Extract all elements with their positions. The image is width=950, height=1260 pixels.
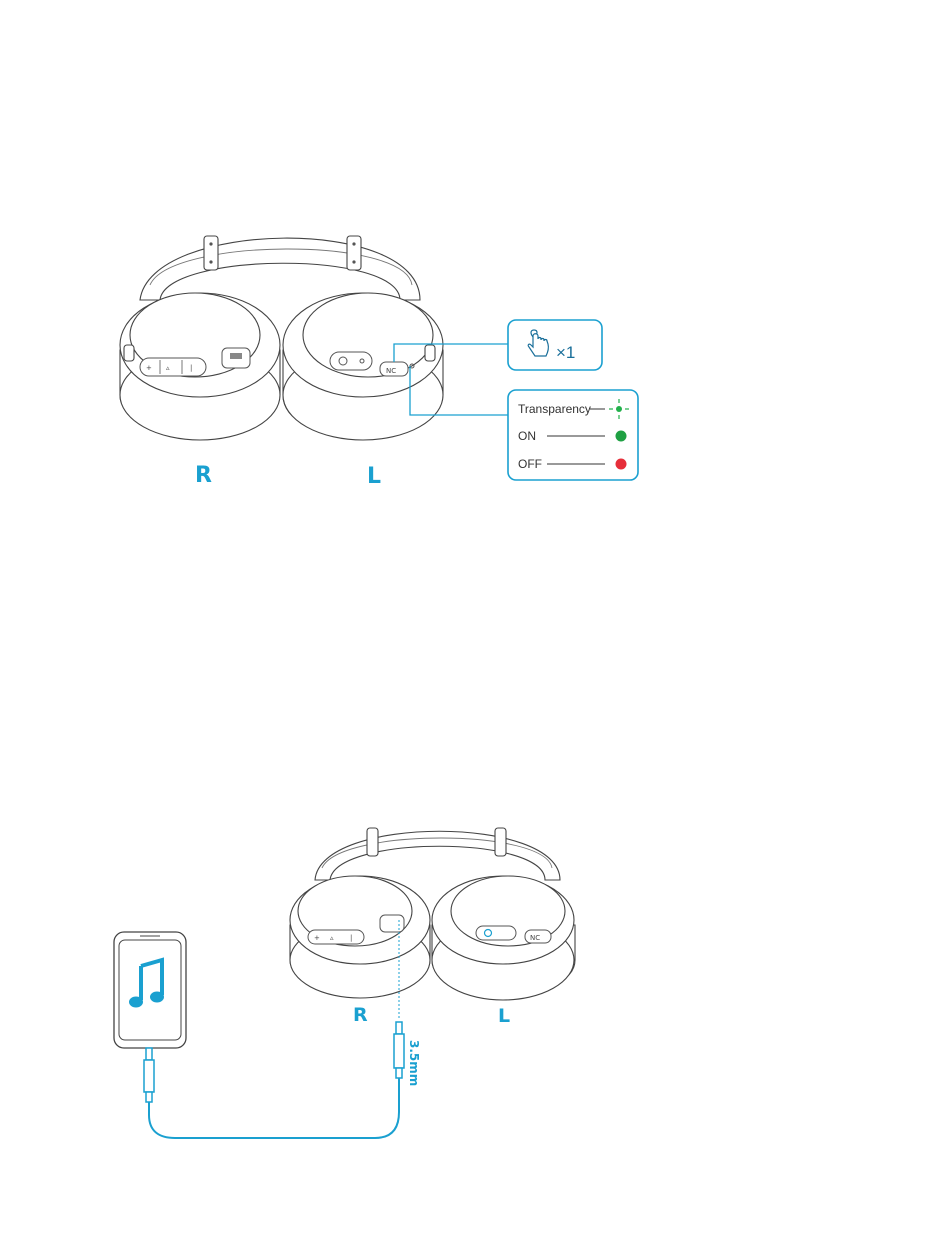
svg-text:▵: ▵ (330, 934, 334, 942)
play-icon: ▵ (166, 364, 170, 372)
left-label-2: L (498, 1005, 510, 1027)
audio-cable (149, 1078, 399, 1138)
mode-transparency-label: Transparency (518, 402, 591, 416)
headphones-diagram-top: + ▵ | NC R L (120, 236, 638, 489)
right-label-2: R (353, 1004, 368, 1026)
svg-text:NC: NC (530, 934, 540, 942)
red-led-icon (616, 459, 627, 470)
headband-hinge-right (204, 236, 218, 270)
jack-size-label: 3.5mm (407, 1040, 421, 1086)
right-label: R (195, 463, 212, 488)
audio-jack-headphone-end (394, 1022, 404, 1078)
left-power-button (330, 352, 372, 370)
svg-text:+: + (314, 934, 320, 942)
aux-port (380, 915, 404, 932)
left-earcup: NC (283, 293, 443, 440)
mode-off-label: OFF (518, 457, 542, 471)
svg-text:|: | (350, 934, 352, 942)
mode-on-label: ON (518, 429, 536, 443)
headphones-diagram-bottom: + ▵ | NC R L 3.5mm (114, 828, 575, 1138)
headband (140, 238, 420, 300)
volume-up-icon: | (190, 364, 192, 372)
tap-callout-box (508, 320, 602, 370)
audio-jack-phone-end (144, 1048, 154, 1102)
volume-down-icon: + (146, 364, 152, 372)
green-led-icon (616, 431, 627, 442)
left-label: L (367, 464, 381, 489)
right-earcup: + ▵ | (120, 293, 280, 440)
svg-text:NC: NC (386, 367, 396, 375)
phone-device (114, 932, 186, 1048)
headband-hinge-left (347, 236, 361, 270)
tap-count-label: ×1 (556, 343, 575, 362)
